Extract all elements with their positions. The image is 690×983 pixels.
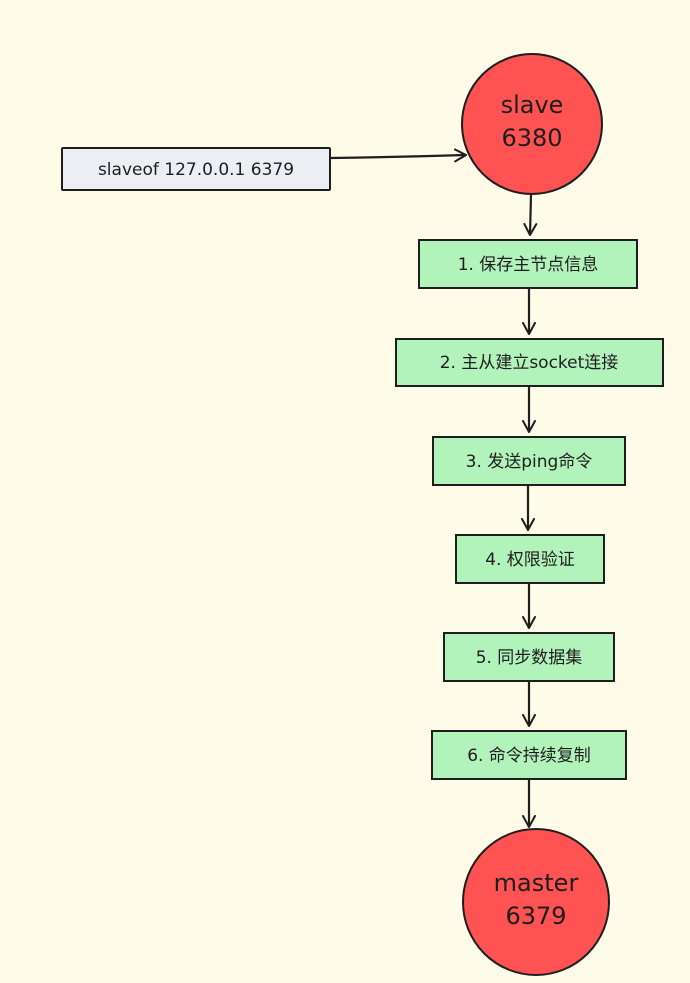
slave-node: slave 6380 <box>461 53 603 195</box>
arrow-slave-to-step1 <box>523 194 538 236</box>
step-1: 1. 保存主节点信息 <box>418 239 638 289</box>
step-4-rect <box>455 534 605 584</box>
slave-port: 6380 <box>501 124 562 152</box>
step-3-label: 3. 发送ping命令 <box>466 452 593 472</box>
step-4-label: 4. 权限验证 <box>485 550 575 570</box>
slaveof-command-rect <box>61 147 331 191</box>
slaveof-command-box: slaveof 127.0.0.1 6379 <box>61 147 331 191</box>
step-6-rect <box>431 730 627 780</box>
step-3: 3. 发送ping命令 <box>432 436 626 486</box>
step-5-label: 5. 同步数据集 <box>476 648 583 668</box>
master-port: 6379 <box>505 902 566 930</box>
step-6: 6. 命令持续复制 <box>431 730 627 780</box>
step-6-label: 6. 命令持续复制 <box>467 746 591 766</box>
arrow-command-to-slave <box>329 148 467 163</box>
master-circle <box>462 828 610 976</box>
master-node: master 6379 <box>462 828 610 976</box>
slave-name: slave <box>501 91 564 119</box>
step-5: 5. 同步数据集 <box>443 632 615 682</box>
step-4: 4. 权限验证 <box>455 534 605 584</box>
step-2-rect <box>395 338 664 387</box>
step-1-label: 1. 保存主节点信息 <box>458 255 599 275</box>
slave-circle <box>461 53 603 195</box>
step-3-rect <box>432 436 626 486</box>
master-name: master <box>494 869 579 897</box>
step-1-rect <box>418 239 638 289</box>
step-5-rect <box>443 632 615 682</box>
slaveof-command-label: slaveof 127.0.0.1 6379 <box>98 160 294 180</box>
step-2: 2. 主从建立socket连接 <box>395 338 664 387</box>
step-2-label: 2. 主从建立socket连接 <box>440 353 619 373</box>
